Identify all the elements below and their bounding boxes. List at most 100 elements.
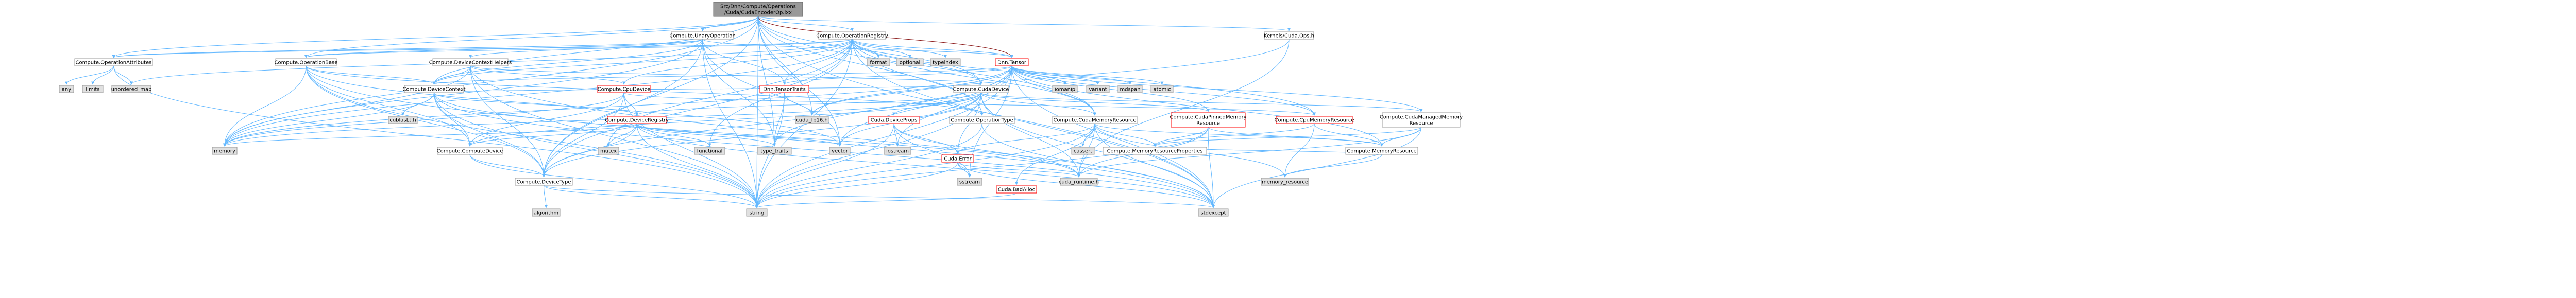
node-sstream: sstream [957,178,982,186]
node-tensortraits[interactable]: Dnn.TensorTraits [759,85,809,93]
node-box-variant [1086,85,1110,93]
edge-dnntensor-to-memres [1011,65,1383,147]
edge-cudapinned-to-memresprops [1153,127,1209,147]
node-label-variant: variant [1089,87,1107,93]
edge-cpumemres-to-memres [1314,123,1383,147]
edge-devreg-to-functional [636,123,711,147]
node-cudaruntime: cuda_runtime.h [1059,178,1099,186]
edge-root-to-devtype [542,16,758,178]
edge-cudamemres-to-string [755,123,1095,208]
node-box-memoryresource [1261,178,1309,186]
edge-cudapinned-to-stdexcept [1208,127,1215,208]
node-cudafp16: cuda_fp16.h [795,116,829,124]
node-limits: limits [82,85,104,93]
node-dchelp[interactable]: Compute.DeviceContextHelpers [429,58,512,66]
node-label-computedev: Compute.ComputeDevice [437,149,503,154]
edge-cpudev-to-computedev [468,92,624,147]
node-label-typetraits: type_traits [760,149,788,154]
node-label-limits: limits [86,87,99,93]
edge-dnntensor-to-cudamanaged [1011,65,1423,112]
node-root[interactable]: Src/Dnn/Compute/Operations/Cuda/CudaEnco… [713,2,803,17]
node-label-optype: Compute.OperationType [951,118,1013,124]
node-opreg[interactable]: Compute.OperationRegistry [816,31,888,40]
node-opbase[interactable]: Compute.OperationBase [275,58,338,66]
node-memres[interactable]: Compute.MemoryResource [1345,147,1418,155]
node-box-memres [1345,147,1418,155]
edge-dchelp-to-devtype [470,65,546,178]
node-label-optional: optional [900,60,921,66]
node-label-dnntensor: Dnn.Tensor [997,60,1027,66]
edge-opreg-to-typeindex [852,39,947,58]
node-cudaprops[interactable]: Cuda.DeviceProps [868,116,920,124]
edge-dnntensor-to-atomic [1011,65,1164,85]
edge-cudadev-to-devtype [542,92,981,178]
node-box-opreg [818,31,886,40]
edge-dchelp-to-string [470,65,758,208]
edge-opreg-to-optype [852,39,984,116]
edge-dchelp-to-memory [223,65,471,147]
edge-root-to-stdexcept [758,16,1215,208]
edge-tensortraits-to-cudafp16 [784,92,814,116]
edge-computedev-to-string [469,154,758,208]
node-box-opbase [275,58,337,66]
edge-dnntensor-to-cudafp16 [810,65,1012,116]
edge-cudamanaged-to-cudaruntime [1077,127,1421,178]
node-box-stdexcept [1198,208,1229,217]
edge-devctx-to-devtype [434,92,546,178]
node-cudabadalloc[interactable]: Cuda.BadAlloc [996,185,1037,194]
node-box-devtype [515,178,573,186]
edge-cudamemres-to-memresprops [1094,123,1157,147]
node-box-unary [671,31,734,40]
node-unary[interactable]: Compute.UnaryOperation [669,31,736,40]
node-label-cudaerror: Cuda.Error [944,156,972,162]
node-opattr[interactable]: Compute.OperationAttributes [74,58,153,66]
node-optype[interactable]: Compute.OperationType [949,116,1015,124]
node-box-cassert [1071,147,1095,155]
node-computedev[interactable]: Compute.ComputeDevice [437,147,503,155]
edge-root-to-string [755,16,759,208]
edge-dnntensor-to-cudapinned [1011,65,1210,112]
node-devctx[interactable]: Compute.DeviceContext [402,85,466,93]
node-box-mdspan [1117,85,1143,93]
node-cpumemres[interactable]: Compute.CpuMemoryResource [1275,116,1354,124]
edge-unary-to-dnntensor [702,39,1013,58]
node-label-devreg: Compute.DeviceRegistry [605,118,669,124]
edge-cudadev-to-cudapinned [980,92,1210,112]
edge-devreg-to-devtype [542,123,637,178]
node-cpudev[interactable]: Compute.CpuDevice [597,85,651,93]
node-iomanip: iomanip [1052,85,1078,93]
edge-devreg-to-vector [636,123,841,147]
edge-devreg-to-typetraits [636,123,776,147]
node-label-umap: unordered_map [111,87,152,93]
graph-nodes: Src/Dnn/Compute/Operations/Cuda/CudaEnco… [59,2,1463,217]
node-label-sstream: sstream [959,180,980,185]
node-devreg[interactable]: Compute.DeviceRegistry [605,116,669,124]
edge-unary-to-typetraits [702,39,776,147]
edge-unary-to-string [702,39,758,208]
node-box-algorithm [532,208,561,217]
node-box-iomanip [1052,85,1078,93]
edge-optype-to-stdexcept [981,123,1215,208]
node-box-cpumemres [1276,116,1353,124]
edge-root-to-vector [758,16,841,147]
node-devtype[interactable]: Compute.DeviceType [515,178,573,186]
node-typeindex: typeindex [930,58,961,66]
node-box-umap [111,85,151,93]
node-box-dnntensor [995,58,1029,66]
node-box-string [746,208,768,217]
node-dnntensor[interactable]: Dnn.Tensor [995,58,1029,66]
edge-devtype-to-string [544,185,758,208]
edge-opreg-to-cpudev [622,39,853,85]
edge-cudamemres-to-cudaerror [956,123,1095,154]
node-cudadev[interactable]: Compute.CudaDevice [953,85,1009,93]
edge-opreg-to-cpumemres [852,39,1316,116]
node-kernels[interactable]: Kernels/Cuda.Ops.h [1264,31,1314,40]
node-cudamemres[interactable]: Compute.CudaMemoryResource [1052,116,1138,124]
node-label-opbase: Compute.OperationBase [275,60,338,66]
node-memresprops[interactable]: Compute.MemoryResourceProperties [1103,147,1207,155]
node-cudaerror[interactable]: Cuda.Error [941,154,974,163]
edge-dnntensor-to-memory [223,65,1012,147]
node-label-cudadev: Compute.CudaDevice [953,87,1009,93]
